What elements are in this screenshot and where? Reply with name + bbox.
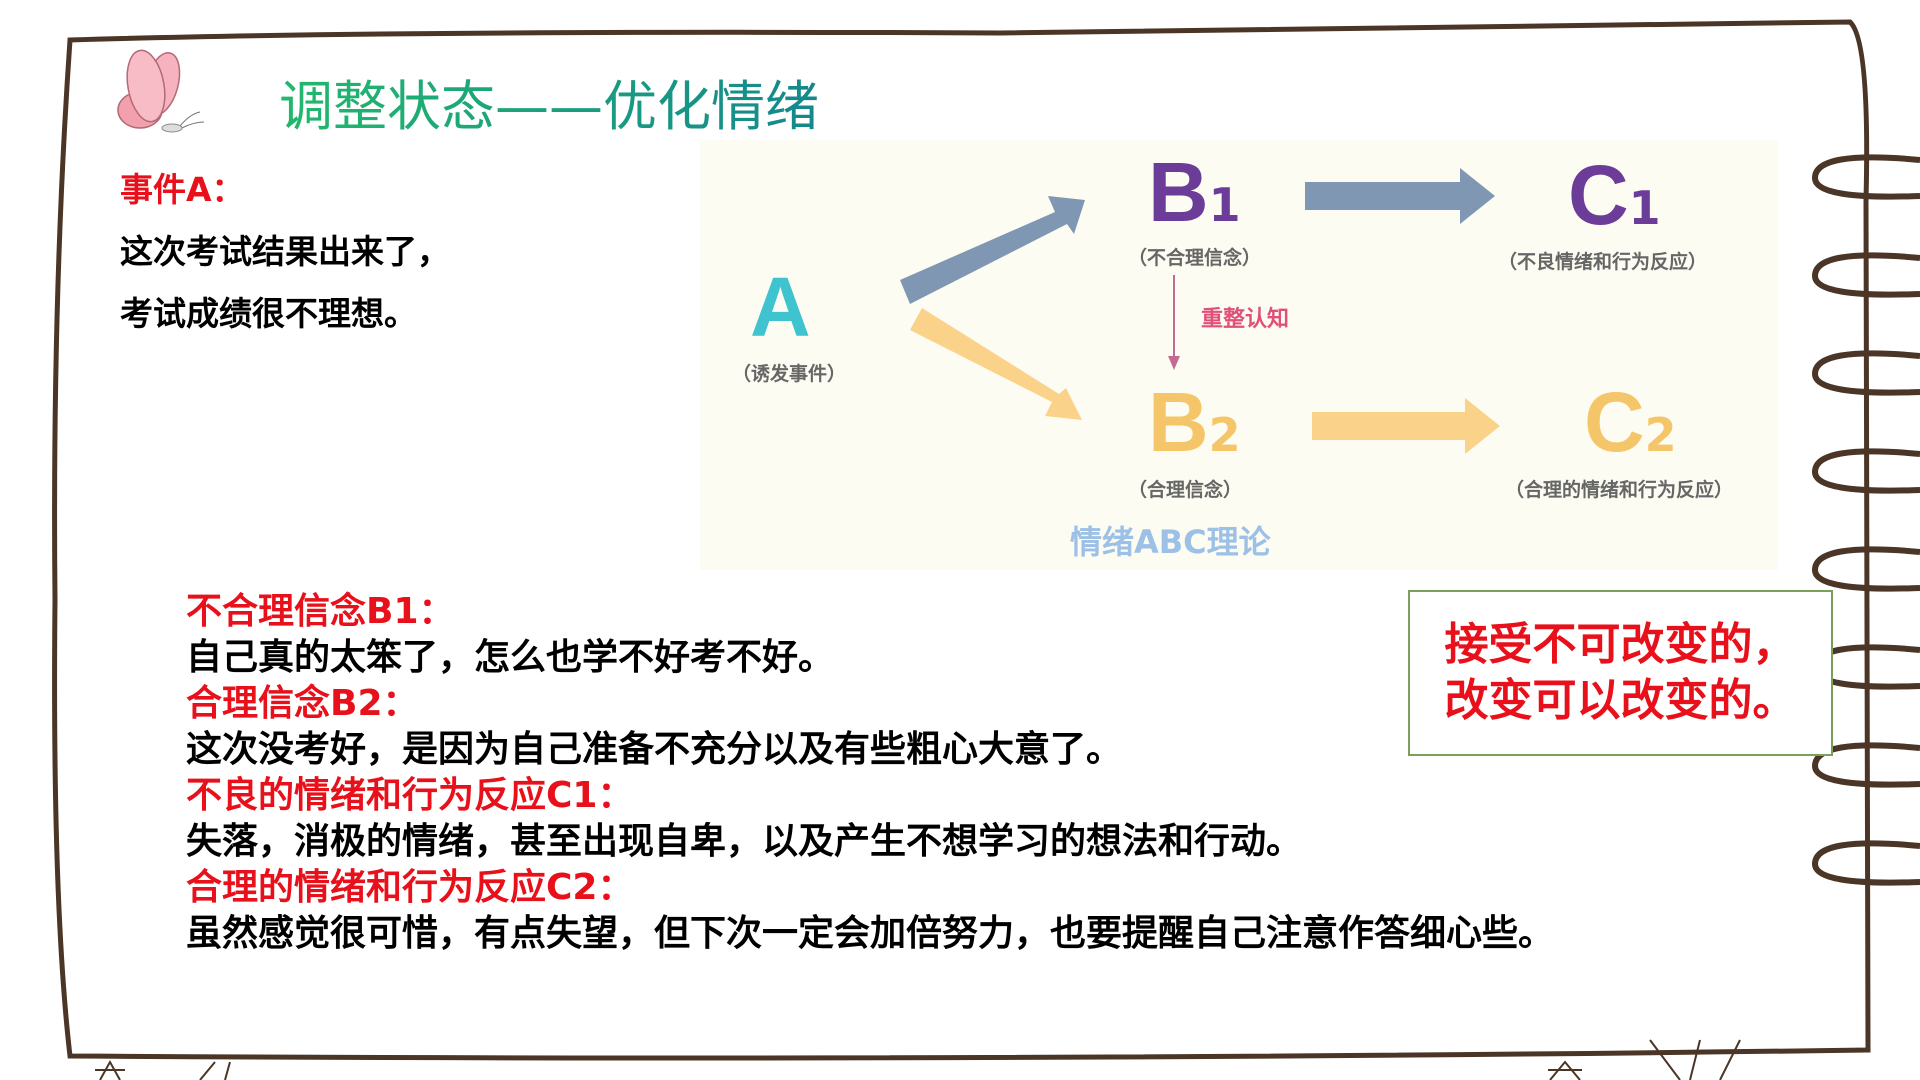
notebook-rings xyxy=(1811,154,1920,886)
reframe-label: 重整认知 xyxy=(1201,306,1290,332)
callout-line-2: 改变可以改变的。 xyxy=(1444,675,1797,726)
diagram-arrows xyxy=(900,168,1500,454)
b1-text: 自己真的太笨了，怎么也学不好考不好。 xyxy=(186,637,835,678)
arrow-a-to-b2 xyxy=(910,308,1082,420)
c2-text: 虽然感觉很可惜，有点失望，但下次一定会加倍努力，也要提醒自己注意作答细心些。 xyxy=(186,913,1555,954)
label-b1: B1 xyxy=(1148,145,1241,239)
label-c1: C1 xyxy=(1568,148,1661,242)
c1-text: 失落，消极的情绪，甚至出现自卑，以及产生不想学习的想法和行动。 xyxy=(186,821,1303,862)
caption-b2: （合理信念） xyxy=(1128,479,1243,501)
c1-heading: 不良的情绪和行为反应C1： xyxy=(186,775,634,816)
star-doodles xyxy=(95,1039,1741,1080)
arrow-b1-to-c1 xyxy=(1305,168,1495,224)
label-c2: C2 xyxy=(1584,375,1677,469)
page-title: 调整状态——优化情绪 xyxy=(279,62,819,141)
caption-a: （诱发事件） xyxy=(732,363,847,385)
b1-heading: 不合理信念B1： xyxy=(186,591,455,632)
event-line-1: 这次考试结果出来了， xyxy=(120,232,450,271)
arrow-a-to-b1 xyxy=(900,196,1085,304)
callout-box: 接受不可改变的， 改变可以改变的。 xyxy=(1408,590,1833,756)
callout-line-1: 接受不可改变的， xyxy=(1444,619,1797,670)
abc-diagram: A （诱发事件） B1 （不合理信念） C1 （不良情绪和行为反应） 重整认知 … xyxy=(700,140,1778,570)
caption-c1: （不良情绪和行为反应） xyxy=(1498,251,1708,273)
label-a: A xyxy=(750,260,811,354)
label-b2: B2 xyxy=(1148,375,1241,469)
caption-b1: （不合理信念） xyxy=(1128,247,1262,269)
butterfly-icon xyxy=(117,49,205,133)
theory-label: 情绪ABC理论 xyxy=(1070,523,1271,561)
caption-c2: （合理的情绪和行为反应） xyxy=(1505,479,1734,501)
event-line-2: 考试成绩很不理想。 xyxy=(120,294,417,333)
c2-heading: 合理的情绪和行为反应C2： xyxy=(186,867,634,908)
event-heading: 事件A： xyxy=(120,170,245,209)
b2-text: 这次没考好，是因为自己准备不充分以及有些粗心大意了。 xyxy=(186,729,1123,770)
arrow-b2-to-c2 xyxy=(1312,398,1500,454)
b2-heading: 合理信念B2： xyxy=(186,683,419,724)
